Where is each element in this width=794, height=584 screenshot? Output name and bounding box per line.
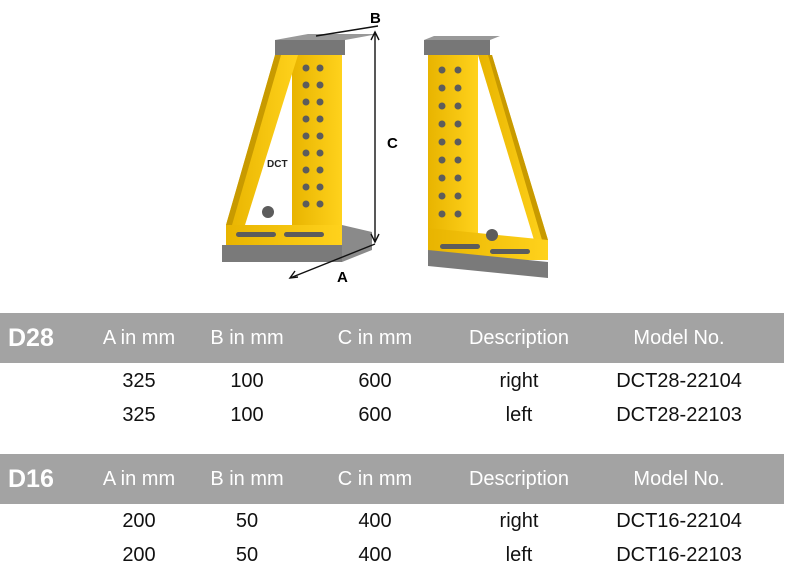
col-head-description: Description [468,326,570,349]
dim-label-c: C [387,135,398,152]
angle-square-left [424,36,548,278]
col-head-c: C in mm [337,467,413,490]
spec-table-d16: D16 A in mm B in mm C in mm Description … [0,454,784,572]
cell-model: DCT28-22104 [616,369,742,392]
cell-a: 325 [122,403,156,426]
col-head-b: B in mm [210,467,284,490]
cell-description: right [499,369,539,392]
col-head-a: A in mm [102,326,176,349]
cell-c: 600 [358,369,392,392]
col-head-model: Model No. [633,467,725,490]
cell-b: 50 [235,543,259,566]
dim-label-b: B [370,10,381,27]
table-row: 325 100 600 right DCT28-22104 [0,364,784,398]
cell-b: 100 [230,403,264,426]
cell-description: left [505,543,533,566]
col-head-description: Description [468,467,570,490]
cell-model: DCT16-22103 [616,543,742,566]
cell-a: 325 [122,369,156,392]
col-head-c: C in mm [337,326,413,349]
cell-b: 100 [230,369,264,392]
dim-label-a: A [337,269,348,286]
cell-model: DCT16-22104 [616,509,742,532]
table-row: 325 100 600 left DCT28-22103 [0,398,784,432]
spec-header: D16 A in mm B in mm C in mm Description … [0,454,784,504]
col-head-b: B in mm [210,326,284,349]
angle-square-right: DCT [222,34,378,262]
cell-c: 600 [358,403,392,426]
table-row: 200 50 400 right DCT16-22104 [0,504,784,538]
cell-c: 400 [358,509,392,532]
cell-b: 50 [235,509,259,532]
cell-model: DCT28-22103 [616,403,742,426]
spec-header: D28 A in mm B in mm C in mm Description … [0,313,784,363]
spec-table-d28: D28 A in mm B in mm C in mm Description … [0,313,784,432]
cell-description: right [499,509,539,532]
col-head-a: A in mm [102,467,176,490]
cell-description: left [505,403,533,426]
series-label: D28 [8,323,54,352]
col-head-model: Model No. [633,326,725,349]
table-row: 200 50 400 left DCT16-22103 [0,538,784,572]
cell-a: 200 [122,543,156,566]
brand-mark: DCT [267,159,288,170]
dimension-lines [288,25,380,279]
cell-a: 200 [122,509,156,532]
product-illustration: DCT B C A [222,10,548,286]
series-label: D16 [8,464,54,493]
cell-c: 400 [358,543,392,566]
